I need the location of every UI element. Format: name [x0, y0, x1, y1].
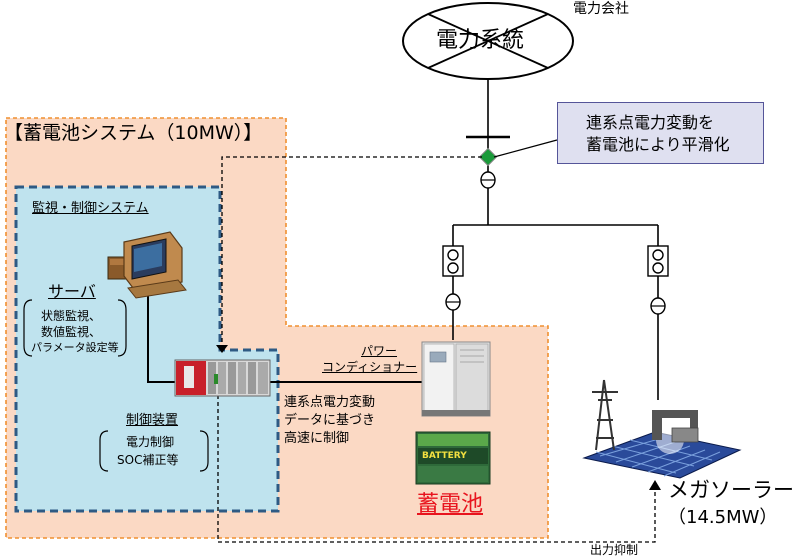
solar-capacity: （14.5MW） [668, 507, 778, 528]
controller-label: 制御装置 [126, 413, 179, 428]
current-transformer-icon [480, 171, 496, 189]
server-connection [147, 284, 175, 383]
server-computer-icon [107, 231, 187, 299]
measurement-signal-line [221, 156, 482, 350]
mega-solar-icon [582, 379, 742, 479]
battery-container-icon [415, 431, 491, 485]
output-limit-label: 出力抑制 [590, 543, 639, 557]
server-func-2: 数値監視、 [41, 325, 102, 339]
breaker-right-icon [647, 245, 669, 277]
battery-product-text: BATTERY [422, 451, 467, 461]
power-grid-node [402, 2, 574, 80]
monitor-control-title: 監視・制御システム [32, 201, 149, 216]
power-conditioner-icon [421, 341, 491, 417]
battery-system-title: 【蓄電池システム（10MW）】 [4, 122, 263, 144]
power-company-label: 電力会社 [573, 1, 629, 17]
ct-left-icon [445, 293, 461, 311]
ctrl-func-bracket-right [199, 430, 209, 472]
control-text-1: 連系点電力変動 [284, 395, 376, 410]
solar-label: メガソーラー [668, 478, 794, 502]
server-func-1: 状態監視、 [41, 309, 102, 323]
ct-right-icon [650, 297, 666, 315]
pcs-label-1: パワー [361, 344, 398, 358]
battery-label: 蓄電池 [417, 492, 484, 517]
server-func-3: パラメータ設定等 [31, 341, 119, 354]
ctrl-func-bracket-left [99, 430, 109, 472]
server-func-bracket-left [23, 299, 33, 357]
grid-label: 電力系統 [436, 28, 525, 53]
breaker-left-icon [442, 245, 464, 277]
measurement-point-icon [478, 147, 498, 167]
callout-line-1: 連系点電力変動を [586, 113, 715, 132]
pcs-label-2: コンディショナー [322, 360, 418, 374]
control-text-3: 高速に制御 [284, 431, 350, 446]
controller-plc-icon [174, 359, 271, 397]
output-limit-line [217, 395, 656, 543]
server-func-bracket-right [117, 299, 127, 357]
controller-func-1: 電力制御 [126, 435, 175, 449]
controller-func-2: SOC補正等 [117, 453, 179, 467]
server-label: サーバ [48, 282, 96, 301]
callout-line-2: 蓄電池により平滑化 [586, 135, 730, 154]
control-text-2: データに基づき [284, 413, 376, 428]
callout-box: 連系点電力変動を 蓄電池により平滑化 [557, 102, 764, 164]
